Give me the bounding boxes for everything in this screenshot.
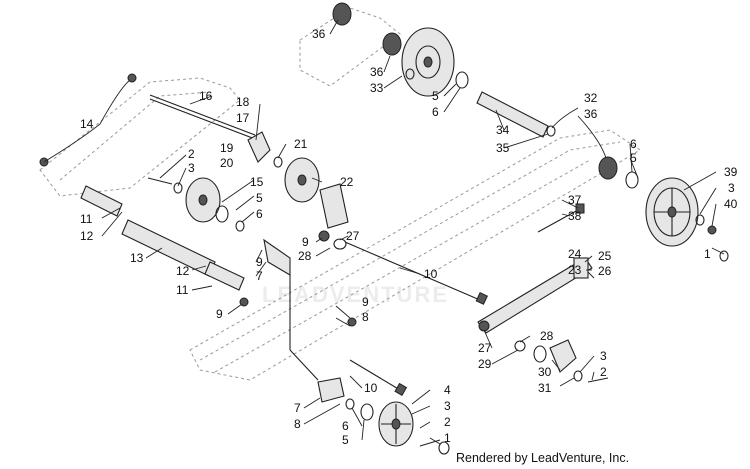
callout-labels: 14 16 18 17 19 20 21 2 3 15 5 6 22 11 12… [80, 27, 738, 447]
callout-5-lower: 5 [342, 433, 349, 447]
callout-34: 34 [496, 123, 510, 137]
callout-5-top: 5 [432, 89, 439, 103]
callout-35: 35 [496, 141, 510, 155]
callout-27-right: 27 [478, 341, 492, 355]
hub-36-right [598, 156, 618, 180]
axle-34 [476, 91, 549, 138]
callout-28-right: 28 [540, 329, 554, 343]
watermark-text: LEADVENTURE [262, 282, 449, 307]
callout-28-left: 28 [298, 249, 312, 263]
callout-13: 13 [130, 251, 144, 265]
callout-9-upper: 9 [302, 235, 309, 249]
callout-2-br: 2 [600, 365, 607, 379]
callout-17: 17 [236, 111, 250, 125]
callout-36-right: 36 [584, 107, 598, 121]
callout-2-lower: 2 [444, 415, 451, 429]
callout-9-right: 9 [362, 295, 369, 309]
callout-6-lower: 6 [342, 419, 349, 433]
callout-7-lower: 7 [294, 401, 301, 415]
callout-2-left: 2 [188, 147, 195, 161]
callout-3-left: 3 [188, 161, 195, 175]
callout-20: 20 [220, 156, 234, 170]
callout-36-mid: 36 [370, 65, 384, 79]
callout-30: 30 [538, 365, 552, 379]
callout-8-lower: 8 [294, 417, 301, 431]
block-22 [319, 183, 349, 229]
callout-18: 18 [236, 95, 250, 109]
callout-6-right: 6 [630, 137, 637, 151]
wheel-15-left [185, 177, 221, 223]
upper-left-rail [39, 77, 241, 197]
callout-21: 21 [294, 137, 308, 151]
callout-26: 26 [598, 264, 612, 278]
bolt-37 [537, 203, 585, 233]
callout-38: 38 [568, 209, 582, 223]
callout-8-right: 8 [362, 310, 369, 324]
callout-3-br: 3 [600, 349, 607, 363]
shaft-16 [149, 94, 256, 140]
callout-23: 23 [568, 263, 582, 277]
bolt-10-upper [344, 241, 488, 305]
callout-19: 19 [220, 141, 234, 155]
callout-16: 16 [199, 89, 213, 103]
callout-29: 29 [478, 357, 492, 371]
callout-11-lower: 11 [176, 283, 189, 297]
callout-5-right: 5 [630, 151, 637, 165]
callout-22: 22 [340, 175, 354, 189]
callout-36-top: 36 [312, 27, 326, 41]
callout-3-lower: 3 [444, 399, 451, 413]
bolt-10-lower [349, 359, 408, 397]
callout-39: 39 [724, 165, 738, 179]
hub-36-top [332, 2, 352, 26]
callout-12-upper: 12 [80, 229, 94, 243]
main-rail [189, 129, 641, 381]
callout-1-lower: 1 [444, 431, 451, 445]
callout-10-lower: 10 [364, 381, 378, 395]
callout-5-left: 5 [256, 191, 263, 205]
callout-6-top: 6 [432, 105, 439, 119]
callout-4: 4 [444, 383, 451, 397]
callout-15: 15 [250, 175, 264, 189]
credit-text: Rendered by LeadVenture, Inc. [456, 451, 630, 465]
callout-27-left: 27 [346, 229, 360, 243]
callout-9-lower: 9 [216, 307, 223, 321]
callout-14: 14 [80, 117, 94, 131]
callout-7-upper: 7 [256, 269, 263, 283]
callout-11-upper: 11 [80, 212, 93, 226]
callout-40: 40 [724, 197, 738, 211]
callout-32: 32 [584, 91, 598, 105]
wheel-4-lower [378, 401, 414, 447]
callout-3-right: 3 [728, 181, 735, 195]
leader-lines [43, 19, 725, 445]
bracket-18-20 [247, 131, 271, 163]
upper-right-rail [299, 7, 401, 87]
wheel-39 [645, 177, 699, 247]
bracket-30 [549, 339, 577, 373]
wheel-15-right [284, 157, 320, 203]
callout-10-upper: 10 [424, 267, 438, 281]
spacer-tube-11-upper [80, 185, 123, 217]
callout-6-left: 6 [256, 207, 263, 221]
callout-12-lower: 12 [176, 264, 190, 278]
callout-25: 25 [598, 249, 612, 263]
arm-7-lower [317, 377, 345, 403]
callout-33: 33 [370, 81, 384, 95]
arm-7-upper [263, 238, 319, 381]
callout-24: 24 [568, 247, 582, 261]
callout-31: 31 [538, 381, 552, 395]
callout-9-mid: 9 [256, 255, 263, 269]
callout-37: 37 [568, 193, 582, 207]
hub-36-mid [382, 32, 402, 56]
spacer-tube-11-lower [204, 261, 245, 291]
callout-1-right: 1 [704, 247, 711, 261]
wheel-33 [401, 27, 455, 97]
